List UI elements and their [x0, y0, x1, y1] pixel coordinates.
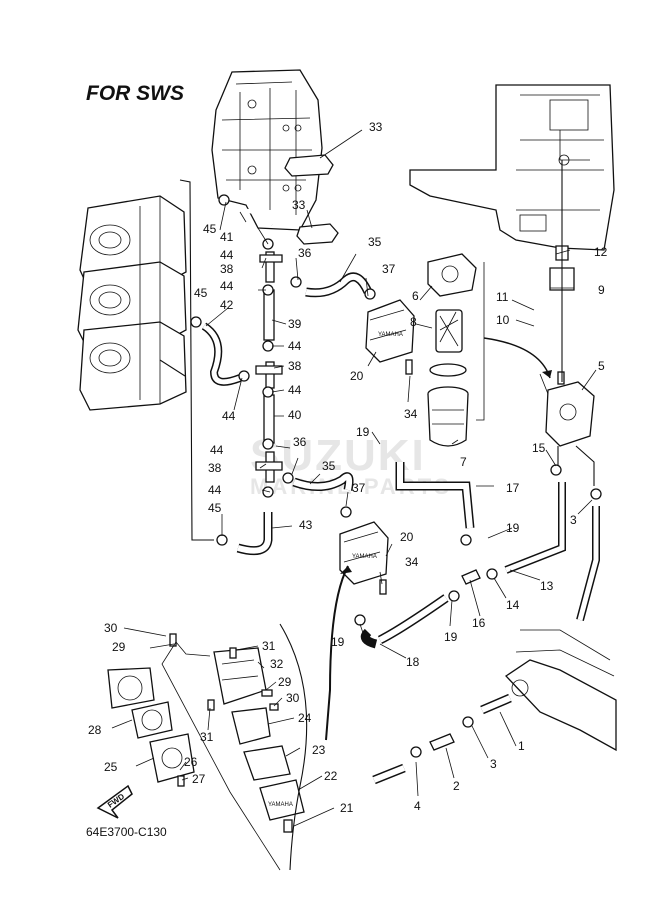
callout-1: 1: [518, 739, 525, 753]
fuel-pump-upper: YAMAHA: [365, 299, 415, 375]
cylinder-block-outline: [211, 69, 323, 231]
callout-9: 9: [598, 283, 605, 297]
callout-44: 44: [208, 483, 222, 497]
callout-26: 26: [184, 755, 198, 769]
callout-37: 37: [382, 262, 396, 276]
callout-44: 44: [220, 279, 234, 293]
callout-44: 44: [288, 383, 302, 397]
drawing-code: 64E3700-C130: [86, 825, 167, 839]
callout-23: 23: [312, 743, 326, 757]
callout-39: 39: [288, 317, 302, 331]
callout-44: 44: [222, 409, 236, 423]
callout-44: 44: [288, 339, 302, 353]
pump-upper-label: YAMAHA: [378, 332, 403, 338]
pump-lower-label: YAMAHA: [352, 554, 377, 560]
callout-30: 30: [104, 621, 118, 635]
callout-15: 15: [532, 441, 546, 455]
callout-37: 37: [352, 481, 366, 495]
callout-24: 24: [298, 711, 312, 725]
callout-38: 38: [288, 359, 302, 373]
callout-11: 11: [496, 290, 509, 304]
callout-31: 31: [262, 639, 276, 653]
gasket-33-lower: [296, 223, 339, 245]
fuel-hoses-left: [159, 179, 373, 556]
callout-2: 2: [453, 779, 460, 793]
callout-13: 13: [540, 579, 554, 593]
callout-33: 33: [292, 198, 306, 212]
callout-16: 16: [472, 616, 486, 630]
callout-28: 28: [88, 723, 102, 737]
callout-4: 4: [414, 799, 421, 813]
callout-34: 34: [404, 407, 418, 421]
arrowhead: [542, 370, 552, 378]
callout-45: 45: [194, 286, 208, 300]
callout-44: 44: [210, 443, 224, 457]
fwd-direction-badge: FWD: [96, 784, 133, 819]
callout-45: 45: [203, 222, 217, 236]
lower-casing-outline: [504, 629, 617, 752]
callout-20: 20: [350, 369, 364, 383]
callout-35: 35: [368, 235, 382, 249]
callout-7: 7: [460, 455, 467, 469]
callout-36: 36: [298, 246, 312, 260]
pump-exploded-label: YAMAHA: [268, 802, 293, 808]
upper-casing-outline: [409, 84, 615, 251]
hose-clamps: [190, 194, 376, 546]
callout-20: 20: [400, 530, 414, 544]
callout-6: 6: [412, 289, 419, 303]
callout-leader-lines: [111, 129, 597, 827]
callout-35: 35: [322, 459, 336, 473]
callout-3: 3: [490, 757, 497, 771]
callout-44: 44: [220, 248, 234, 262]
gasket-33-upper: [284, 154, 334, 177]
callout-19: 19: [331, 635, 345, 649]
callout-14: 14: [506, 598, 520, 612]
callout-19: 19: [506, 521, 520, 535]
callout-22: 22: [324, 769, 338, 783]
callout-45: 45: [208, 501, 222, 515]
callout-31: 31: [200, 730, 214, 744]
fuel-pump-lower: YAMAHA: [339, 521, 389, 595]
callout-34: 34: [405, 555, 419, 569]
callout-42: 42: [220, 298, 234, 312]
callout-27: 27: [192, 772, 206, 786]
callout-12: 12: [594, 245, 608, 259]
fuel-filter-assembly: [427, 253, 485, 447]
callout-10: 10: [496, 313, 510, 327]
callout-43: 43: [299, 518, 313, 532]
callout-30: 30: [286, 691, 300, 705]
flow-arrow-filter-to-separator: [483, 337, 551, 379]
callout-40: 40: [288, 408, 302, 422]
callout-29: 29: [278, 675, 292, 689]
callout-labels: 33 33 45 41 44 36 35 38 44 37 45 42 39 4…: [88, 120, 608, 815]
callout-32: 32: [270, 657, 284, 671]
callout-38: 38: [220, 262, 234, 276]
fuel-pump-exploded-view: YAMAHA: [107, 565, 352, 871]
callout-21: 21: [340, 801, 354, 815]
diagram-title: FOR SWS: [86, 82, 184, 105]
callout-19: 19: [356, 425, 370, 439]
callout-18: 18: [406, 655, 420, 669]
callout-5: 5: [598, 359, 605, 373]
fuel-hoses-right: [354, 462, 602, 785]
watermark-brand: SUZUKI: [250, 431, 426, 480]
callout-38: 38: [208, 461, 222, 475]
carburetor-stack: [77, 195, 187, 411]
callout-19: 19: [444, 630, 458, 644]
callout-29: 29: [112, 640, 126, 654]
callout-3: 3: [570, 513, 577, 527]
callout-36: 36: [293, 435, 307, 449]
water-separator-assembly: [545, 160, 595, 486]
callout-33: 33: [369, 120, 383, 134]
callout-25: 25: [104, 760, 118, 774]
callout-41: 41: [220, 230, 234, 244]
callout-8: 8: [410, 315, 417, 329]
callout-17: 17: [506, 481, 520, 495]
